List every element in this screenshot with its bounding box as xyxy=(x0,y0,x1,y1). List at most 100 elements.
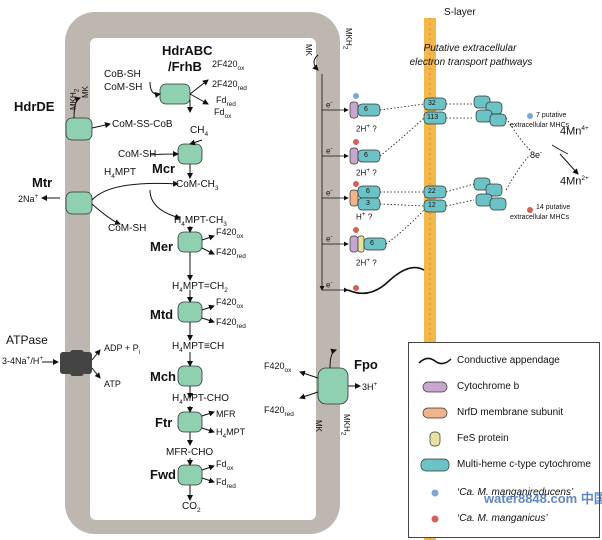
f420-red-top: 2F420red xyxy=(212,79,247,92)
legend-label: NrfD membrane subunit xyxy=(457,407,564,418)
f420-red-mer: F420red xyxy=(216,247,246,260)
h4mpt-ftr-label: H4MPT xyxy=(216,427,246,440)
mcr-label: Mcr xyxy=(152,161,176,176)
legend-label: ‘Ca. M. manganicus’ xyxy=(457,513,548,524)
fd-red-fwd: Fdred xyxy=(216,477,236,490)
ext-mhcs-label-1: extracellular MHCs xyxy=(510,122,570,129)
mtr-complex xyxy=(65,191,93,215)
mer-complex xyxy=(177,231,203,253)
mhc-icon xyxy=(420,458,450,472)
legend-label: FeS protein xyxy=(457,433,509,444)
mkh2-fpo: MKH2 xyxy=(339,414,351,436)
heme-count-2: 32 xyxy=(428,100,436,107)
fd-red-top: Fdred xyxy=(216,95,236,108)
legend-item-manganicus: ‘Ca. M. manganicus’ xyxy=(409,509,599,529)
mk-hdrde: MK xyxy=(81,86,90,98)
seven-putative-label: 7 putative xyxy=(536,112,567,119)
fd-ox-fwd: Fdox xyxy=(216,459,234,472)
heme-count-4: 6 xyxy=(364,152,368,159)
fd-ox-top: Fdox xyxy=(214,107,232,120)
blue-dot-icon xyxy=(431,489,439,497)
heme-count-7: 3 xyxy=(366,200,370,207)
com-ch3-label: CoM-CH3 xyxy=(176,179,219,192)
ch4-label: CH4 xyxy=(190,125,209,138)
e-label-2: e- xyxy=(326,145,333,156)
mkh2-hdrde: MKH2 xyxy=(69,88,81,110)
atpase-label: ATPase xyxy=(6,333,48,347)
heme-count-5: 22 xyxy=(428,188,436,195)
h-plus-3: H+ ? xyxy=(356,211,373,222)
frhb-label: /FrhB xyxy=(168,59,202,74)
cytochrome-b-2 xyxy=(349,147,359,165)
h4mpt-ch2-label: H4MPT=CH2 xyxy=(172,281,228,294)
h4mpt-ch3-label: H4MPT-CH3 xyxy=(174,215,227,228)
f420-ox-top: 2F420ox xyxy=(212,59,245,72)
extracellular-mhcs xyxy=(473,95,507,211)
extracellular-title-2: electron transport pathways xyxy=(409,57,533,68)
cytochrome-b-3 xyxy=(349,235,359,253)
watermark-text: water8848.com 中国水业网 xyxy=(484,491,602,506)
heme-count-9: 6 xyxy=(370,240,374,247)
mtd-label: Mtd xyxy=(150,307,174,322)
cob-sh-label: CoB-SH xyxy=(104,69,141,80)
hdrabc-complex xyxy=(159,83,191,105)
mn4-label: 4Mn4+ xyxy=(560,125,589,138)
mch-complex xyxy=(177,365,203,387)
fes-icon xyxy=(429,431,441,447)
legend-label: Cytochrome b xyxy=(457,381,520,392)
e-label-5: e- xyxy=(326,279,333,290)
mfr-cho-label: MFR-CHO xyxy=(166,447,214,458)
com-ss-cob-label: CoM-SS-CoB xyxy=(112,119,173,130)
na-h-label: 3-4Na+/H+ xyxy=(2,355,44,366)
hdrabc-label: HdrABC xyxy=(162,43,213,58)
mch-label: Mch xyxy=(150,369,176,384)
f420-ox-mer: F420ox xyxy=(216,227,244,240)
com-sh-low-label: CoM-SH xyxy=(108,223,147,234)
nrfd-icon xyxy=(422,407,448,419)
fourteen-putative-label: 14 putative xyxy=(536,204,571,211)
legend-item-cytochrome-b: Cytochrome b xyxy=(409,377,599,397)
mk-fpo: MK xyxy=(314,420,323,432)
f420-red-mtd: F420red xyxy=(216,317,246,330)
ext-mhcs-label-2: extracellular MHCs xyxy=(510,214,570,221)
legend: Conductive appendage Cytochrome b NrfD m… xyxy=(408,342,600,538)
extracellular-title-1: Putative extracellular xyxy=(423,43,517,54)
legend-item-fes: FeS protein xyxy=(409,429,599,449)
com-sh-mid-label: CoM-SH xyxy=(118,149,157,160)
f420-ox-fpo: F420ox xyxy=(264,361,292,374)
h4mpt-cho-label: H4MPT-CHO xyxy=(172,393,229,406)
e-label-1: e- xyxy=(326,99,333,110)
two-h-1: 2H+ ? xyxy=(356,123,377,134)
mfr-label: MFR xyxy=(216,409,236,419)
mtd-complex xyxy=(177,301,203,323)
legend-item-appendage: Conductive appendage xyxy=(409,351,599,371)
legend-label: Multi-heme c-type cytochrome xyxy=(457,459,591,470)
e-label-4: e- xyxy=(326,233,333,244)
species-dots xyxy=(353,93,533,291)
mkh2-top-right: MKH2 xyxy=(341,28,353,50)
fwd-label: Fwd xyxy=(150,467,176,482)
hdrde-label: HdrDE xyxy=(14,99,55,114)
legend-item-manganireducens: ‘Ca. M. manganireducens’ xyxy=(409,483,599,503)
ftr-complex xyxy=(177,411,203,433)
f420-red-fpo: F420red xyxy=(264,405,294,418)
mer-label: Mer xyxy=(150,239,174,254)
fwd-complex xyxy=(177,464,203,486)
mtr-label: Mtr xyxy=(32,175,53,190)
legend-label: ‘Ca. M. manganireducens’ xyxy=(457,487,574,498)
heme-count-8: 6 xyxy=(366,188,370,195)
s-layer-label: S-layer xyxy=(444,7,476,18)
cytochrome-b-1 xyxy=(349,101,359,119)
heme-count-1: 6 xyxy=(364,106,368,113)
h4mpt-ch-label: H4MPT≡CH xyxy=(172,341,225,354)
f420-ox-mtd: F420ox xyxy=(216,297,244,310)
two-h-4: 2H+ ? xyxy=(356,257,377,268)
legend-item-mhc: Multi-heme c-type cytochrome xyxy=(409,455,599,475)
atpase-complex xyxy=(60,350,92,376)
eight-e-label: 8e- xyxy=(530,149,543,160)
co2-label: CO2 xyxy=(182,501,201,514)
cytoplasm xyxy=(90,38,316,520)
mk-top-right: MK xyxy=(304,44,313,56)
